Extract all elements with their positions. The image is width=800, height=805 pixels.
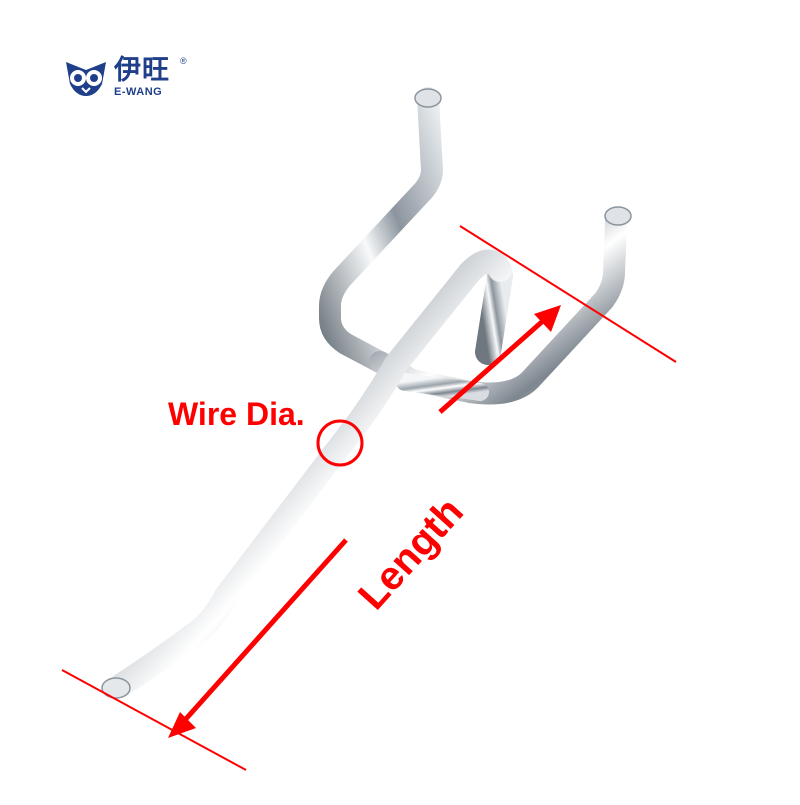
brand-name-cn: 伊旺 [114, 55, 170, 86]
arrowhead-bottom-icon [168, 712, 196, 738]
length-arrow-bottom [174, 538, 348, 732]
length-end-line-top [459, 225, 677, 363]
wire-dia-label: Wire Dia. [168, 396, 305, 432]
hook-post [475, 263, 513, 365]
wire-dia-marker [316, 419, 364, 467]
registered-mark: ® [180, 56, 187, 66]
owl-logo-icon [66, 62, 106, 96]
length-dimension [61, 225, 677, 771]
length-arrow-top [438, 310, 555, 414]
hook-bracket [319, 87, 632, 405]
arrowhead-top-icon [534, 305, 561, 332]
length-end-line-bottom [61, 669, 247, 771]
brand-name-en: E-WANG [114, 86, 163, 98]
hook-arm [101, 249, 512, 699]
brand-logo: 伊旺 ® E-WANG [62, 56, 212, 102]
length-label: Length [350, 490, 472, 619]
